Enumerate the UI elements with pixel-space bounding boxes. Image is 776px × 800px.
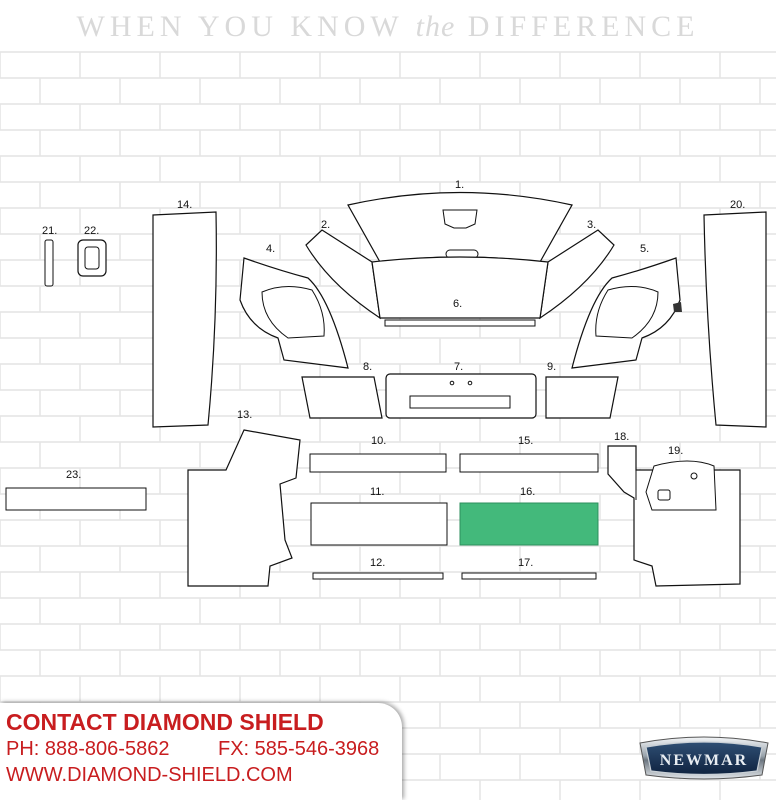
part-label-21: 21. xyxy=(42,225,57,237)
part-12-shape[interactable] xyxy=(312,572,444,580)
part-label-3: 3. xyxy=(587,219,596,231)
contact-title: CONTACT DIAMOND SHIELD xyxy=(6,709,324,735)
part-label-23: 23. xyxy=(66,469,81,481)
part-1-mirror-cutout xyxy=(442,209,478,229)
part-11-shape[interactable] xyxy=(310,502,448,546)
part-10-shape[interactable] xyxy=(309,453,447,473)
part-label-15: 15. xyxy=(518,435,533,447)
part-label-2: 2. xyxy=(321,219,330,231)
part-23-shape[interactable] xyxy=(5,487,147,511)
part-label-13: 13. xyxy=(237,409,252,421)
part-label-14: 14. xyxy=(177,199,192,211)
tagline-part-1: WHEN YOU KNOW xyxy=(76,10,404,43)
part-5-notch xyxy=(673,302,682,312)
contact-phone[interactable]: PH: 888-806-5862 xyxy=(6,738,170,760)
part-7-hole-left xyxy=(449,380,455,386)
part-label-8: 8. xyxy=(363,361,372,373)
part-21-shape[interactable] xyxy=(44,239,54,287)
part-label-5: 5. xyxy=(640,243,649,255)
part-6-strip[interactable] xyxy=(384,319,536,327)
part-label-6: 6. xyxy=(453,298,462,310)
part-13-shape[interactable] xyxy=(187,429,301,587)
contact-panel: CONTACT DIAMOND SHIELD PH: 888-806-5862 … xyxy=(0,703,402,800)
part-5-cutout xyxy=(595,286,659,339)
part-label-4: 4. xyxy=(266,243,275,255)
part-14-shape[interactable] xyxy=(152,211,217,428)
part-9-shape[interactable] xyxy=(545,376,619,419)
part-label-7: 7. xyxy=(454,361,463,373)
part-label-19: 19. xyxy=(668,445,683,457)
part-22-cutout xyxy=(84,246,100,270)
part-15-shape[interactable] xyxy=(459,453,599,473)
part-label-1: 1. xyxy=(455,179,464,191)
part-19-shape[interactable] xyxy=(645,460,717,511)
part-19-hole xyxy=(690,472,698,480)
part-label-18: 18. xyxy=(614,431,629,443)
contact-fax: FX: 585-546-3968 xyxy=(218,738,380,760)
part-19-slot xyxy=(657,489,671,501)
part-20-shape[interactable] xyxy=(703,211,767,428)
contact-website[interactable]: WWW.DIAMOND-SHIELD.COM xyxy=(6,764,293,786)
part-label-10: 10. xyxy=(371,435,386,447)
tagline-part-2: the xyxy=(415,10,456,43)
part-8-shape[interactable] xyxy=(301,376,383,419)
part-label-17: 17. xyxy=(518,557,533,569)
part-label-20: 20. xyxy=(730,199,745,211)
part-label-22: 22. xyxy=(84,225,99,237)
part-label-11: 11. xyxy=(370,486,384,498)
tagline-part-3: DIFFERENCE xyxy=(467,10,700,43)
part-label-16: 16. xyxy=(520,486,535,498)
tagline: WHEN YOU KNOW the DIFFERENCE xyxy=(0,10,776,44)
brand-name: NEWMAR xyxy=(660,752,748,769)
part-16-shape[interactable] xyxy=(459,502,599,546)
part-7-hole-right xyxy=(467,380,473,386)
newmar-logo-badge: NEWMAR xyxy=(639,736,769,780)
part-6-panel[interactable] xyxy=(371,256,549,319)
part-17-shape[interactable] xyxy=(461,572,597,580)
part-label-9: 9. xyxy=(547,361,556,373)
part-4-cutout xyxy=(261,286,325,339)
part-label-12: 12. xyxy=(370,557,385,569)
part-7-cutout xyxy=(409,395,511,409)
